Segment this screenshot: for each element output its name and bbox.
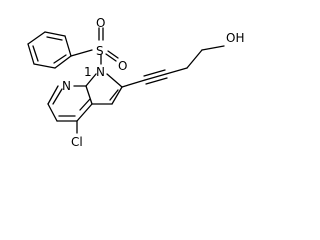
butynol-chain [121,45,225,88]
oxygen-top-label: O [96,16,105,30]
sulfonyl-oxygens [98,27,119,62]
chlorine-label: Cl [71,135,83,149]
atom-labels: OH S O O 1 N N Cl [62,16,244,149]
pyridine-ring [47,85,93,122]
oh-label: OH [226,31,244,45]
n-pyrrole-locant: 1 [84,65,92,79]
pyrrole-ring [85,73,123,105]
sulfur-label: S [96,44,104,58]
molecule-drawing: OH S O O 1 N N Cl [27,16,244,149]
n-pyrrole-label: N [96,65,105,79]
phenyl-ring [27,31,72,69]
phenyl-s-bond [70,49,93,57]
structure-svg: OH S O O 1 N N Cl [27,16,244,149]
oxygen-bottom-label: O [118,59,127,73]
n-pyridine-label: N [62,79,71,93]
